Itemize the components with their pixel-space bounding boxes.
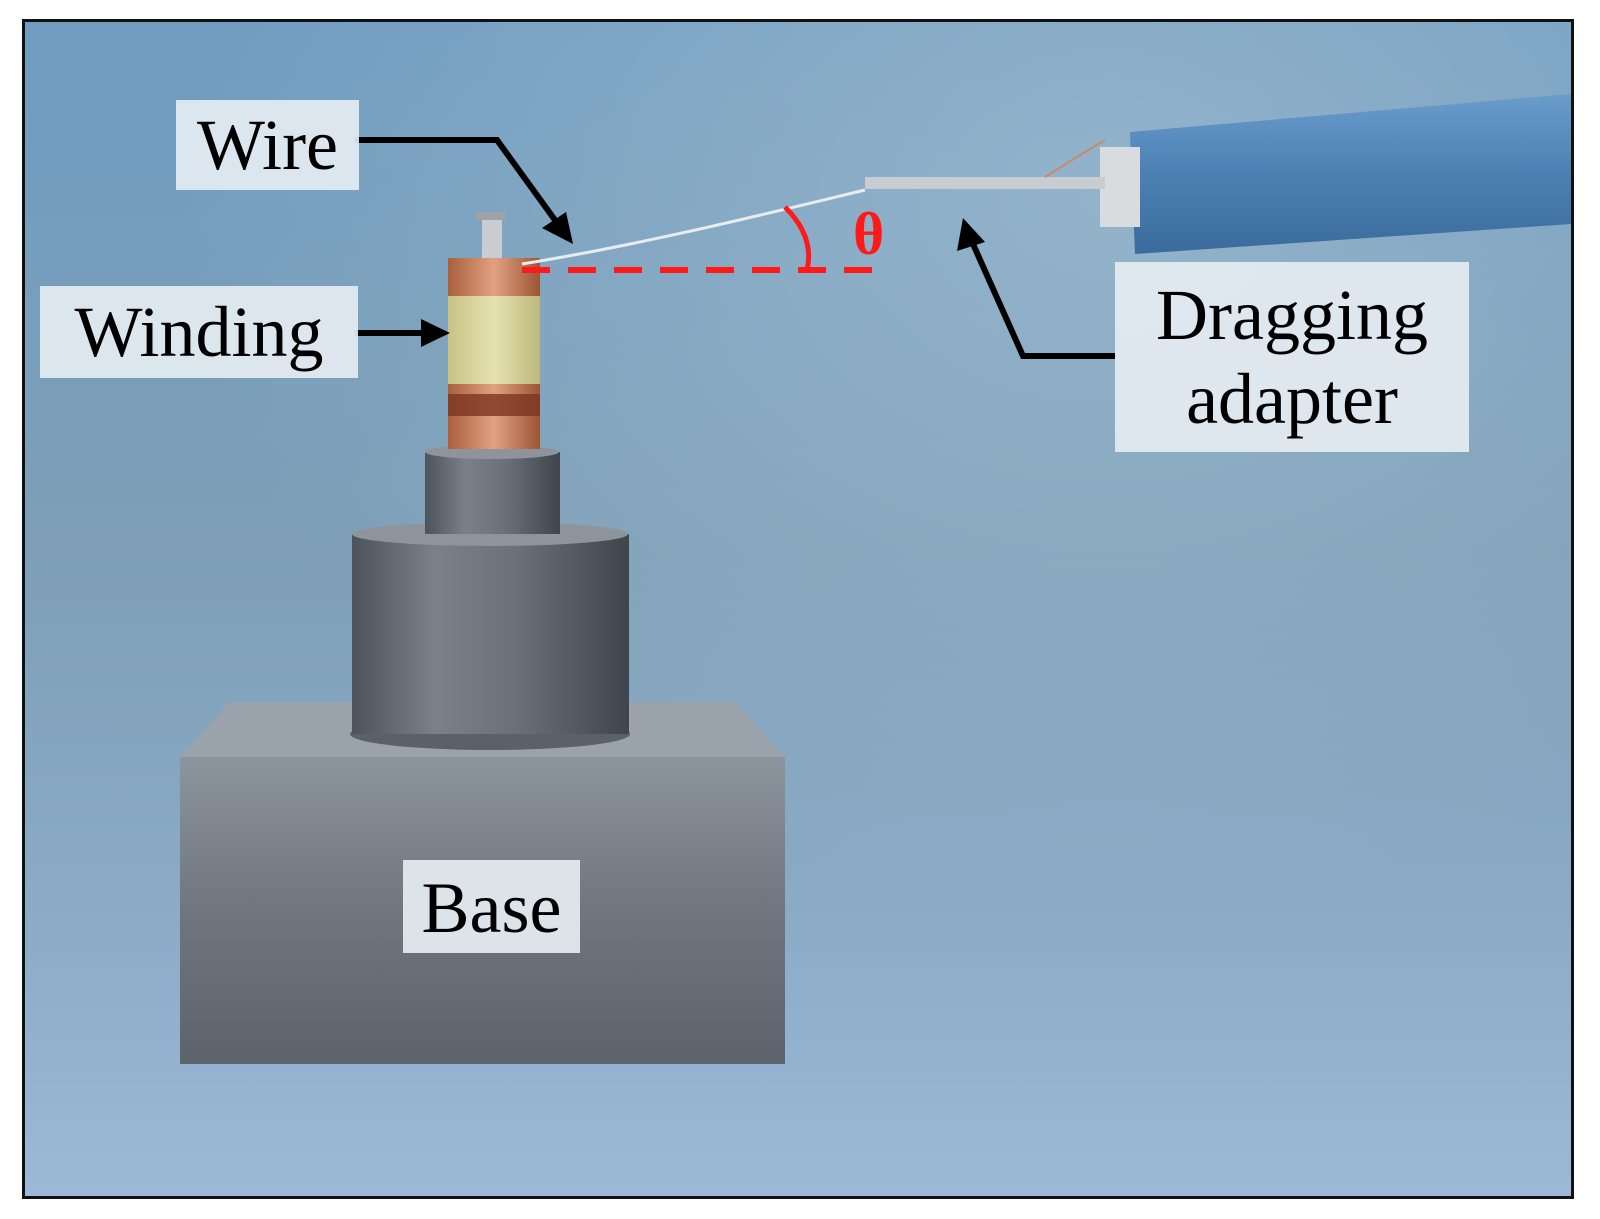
winding-pin <box>482 220 502 258</box>
wire-arrow <box>355 137 573 244</box>
figure-frame: θ Wire Winding Dragging adapter Base <box>22 19 1574 1199</box>
probe-needle <box>865 177 1105 189</box>
photo <box>25 22 1571 1196</box>
winding-pin-cap <box>476 212 506 220</box>
dragging-adapter-label-line2: adapter <box>1186 358 1398 439</box>
winding-dark-band <box>448 394 540 416</box>
lower-cylinder <box>352 534 629 734</box>
winding-arrow <box>355 319 450 347</box>
base-label: Base <box>403 860 580 953</box>
winding-label: Winding <box>40 286 358 378</box>
wire-label: Wire <box>176 100 359 190</box>
dragging-adapter-label-line1: Dragging <box>1156 275 1428 355</box>
wire <box>521 188 866 266</box>
angle-arc <box>783 205 812 271</box>
winding-copper-bottom <box>448 384 540 449</box>
probe-body <box>1130 94 1571 254</box>
dragging-adapter-label: Dragging adapter <box>1115 262 1469 452</box>
angle-label: θ <box>853 201 885 267</box>
winding-tape <box>448 294 540 384</box>
probe-tip-collar <box>1100 147 1140 227</box>
upper-cylinder <box>425 452 560 534</box>
dragging-arrow <box>957 218 1115 359</box>
probe-stray-wire <box>1044 139 1106 178</box>
